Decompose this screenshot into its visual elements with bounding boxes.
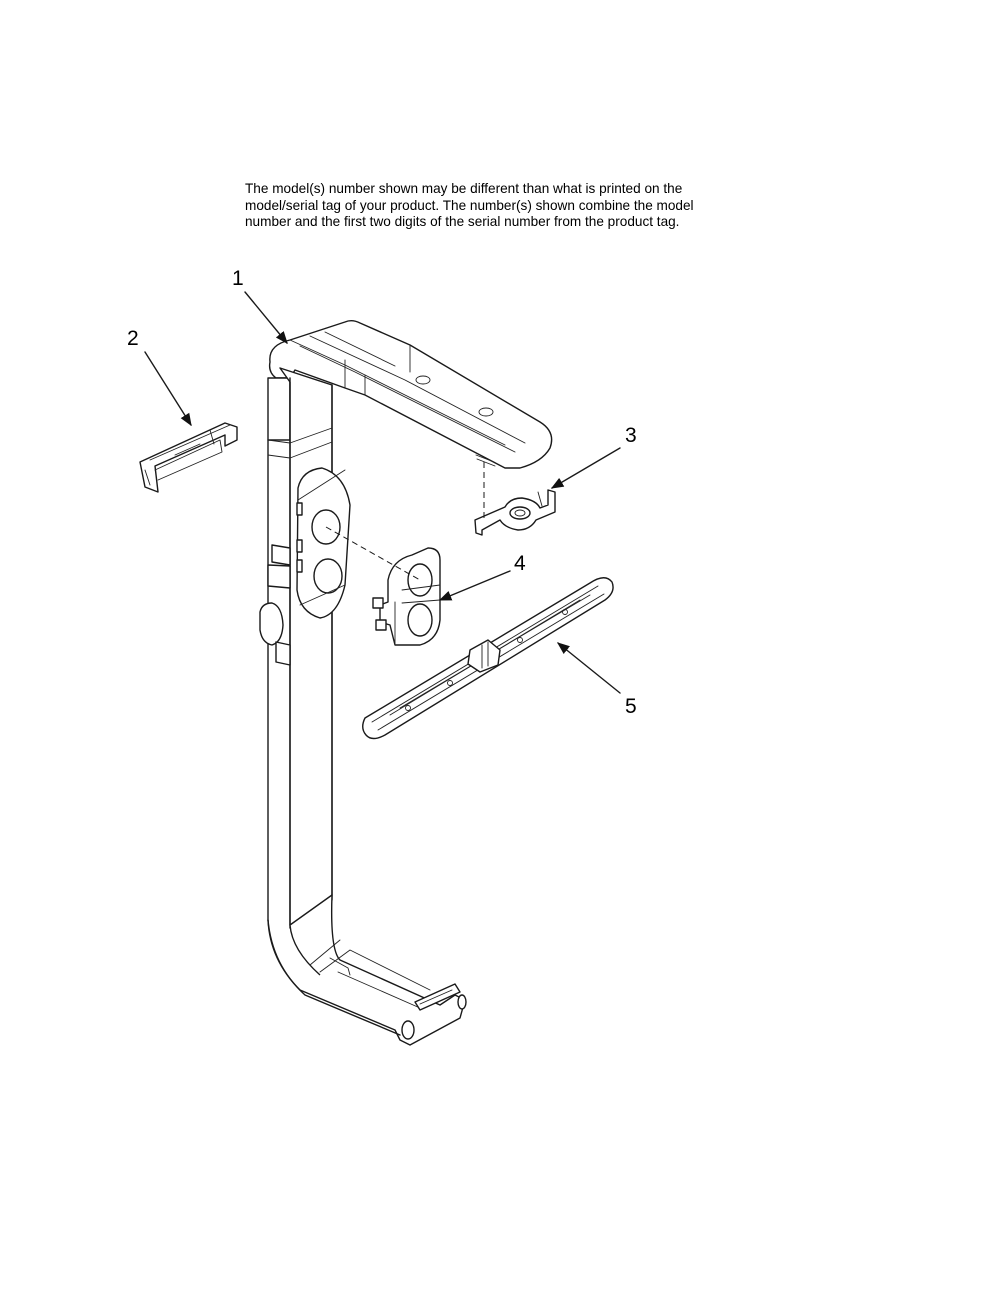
callout-5: 5 — [625, 695, 637, 718]
leader-2 — [144, 351, 192, 427]
notice-line-1: The model(s) number shown may be differe… — [245, 181, 683, 196]
callout-1: 1 — [232, 267, 244, 290]
callout-4: 4 — [514, 552, 526, 575]
leader-4 — [438, 570, 511, 601]
leader-3 — [550, 447, 621, 489]
part-3-bearing[interactable] — [474, 489, 556, 536]
leader-1 — [244, 291, 288, 344]
part-1-supply-tube[interactable] — [259, 320, 553, 1046]
part-5-spray-arm[interactable] — [362, 577, 614, 740]
alignment-lines — [325, 462, 485, 581]
notice-line-3: number and the first two digits of the s… — [245, 214, 680, 229]
leader-arrows — [144, 291, 621, 694]
callout-labels: 1 2 3 4 5 — [127, 267, 637, 718]
leader-5 — [557, 642, 621, 694]
part-4-manifold[interactable] — [372, 547, 441, 646]
notice-line-2: model/serial tag of your product. The nu… — [245, 197, 694, 213]
model-number-notice: The model(s) number shown may be differe… — [245, 181, 805, 231]
callout-2: 2 — [127, 327, 139, 350]
callout-3: 3 — [625, 424, 637, 447]
part-2-bracket[interactable] — [139, 422, 238, 493]
